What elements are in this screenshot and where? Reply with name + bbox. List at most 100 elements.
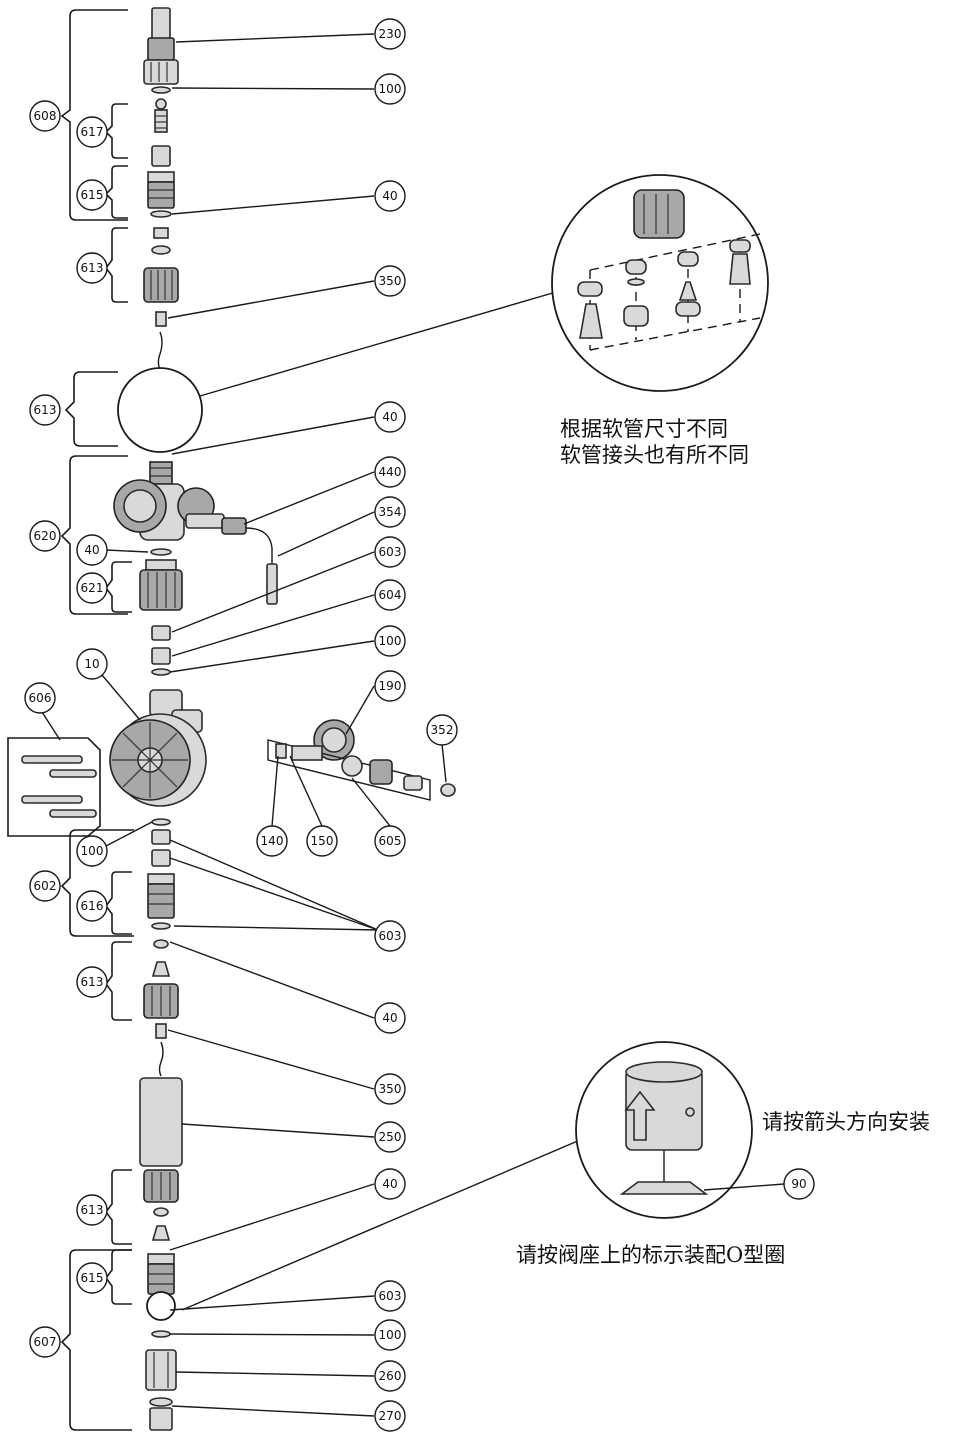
part-613-cone-c [151,961,171,977]
part-40-oring-a [150,210,172,218]
note-hose-size-line2: 软管接头也有所不同 [560,443,749,467]
svg-text:40: 40 [382,410,397,424]
part-615b-body [147,1263,175,1295]
part-230-tube [151,7,171,41]
part-250-filter [139,1077,183,1167]
callout-604: 604 [374,579,406,611]
callout-100-c: 100 [76,835,108,867]
part-606-bolt-3 [21,795,83,804]
svg-text:613: 613 [81,975,104,989]
part-354-tube [245,527,273,590]
callout-140: 140 [256,825,288,857]
svg-text:10: 10 [84,657,99,671]
svg-text:352: 352 [431,723,454,737]
part-270-weight [149,1407,173,1431]
part-350-hose-a [155,311,167,327]
svg-text:617: 617 [81,125,104,139]
callout-617: 617 [76,116,108,148]
callout-352: 352 [426,714,458,746]
part-100-oring-b [151,668,171,676]
callout-603-a: 603 [374,536,406,568]
part-616-body [147,883,175,919]
svg-text:100: 100 [379,82,402,96]
part-354-hose [266,563,278,605]
part-613-sleeve-a [153,227,169,239]
part-605-washer [341,755,363,777]
svg-text:603: 603 [379,1289,402,1303]
callout-100-a: 100 [374,73,406,105]
callout-603-c: 603 [374,1280,406,1312]
valve-direction-detail [146,1041,753,1321]
callout-100-d: 100 [374,1319,406,1351]
callout-90: 90 [783,1168,815,1200]
svg-text:605: 605 [379,834,402,848]
svg-text:350: 350 [379,274,402,288]
callout-607: 607 [29,1326,61,1358]
svg-text:603: 603 [379,929,402,943]
callout-40-e: 40 [374,1168,406,1200]
part-617-spring [154,109,168,133]
svg-text:140: 140 [261,834,284,848]
svg-text:40: 40 [84,543,99,557]
callout-613-d: 613 [76,1194,108,1226]
callout-603-b: 603 [374,920,406,952]
part-top-nut [143,59,179,85]
detail-source-circle-bottom [146,1291,176,1321]
callout-608: 608 [29,100,61,132]
part-606-bolt-2 [49,769,97,778]
part-603-seat [151,625,171,641]
callout-621: 621 [76,572,108,604]
svg-text:90: 90 [791,1177,806,1191]
callout-40-c: 40 [76,534,108,566]
svg-text:621: 621 [81,581,104,595]
callout-260: 260 [374,1360,406,1392]
callout-620: 620 [29,520,61,552]
part-606-bolt-1 [21,755,83,764]
part-150-piston [291,745,323,761]
svg-text:40: 40 [382,1011,397,1025]
svg-text:260: 260 [379,1369,402,1383]
detail-oring [619,1181,709,1195]
callout-190: 190 [374,670,406,702]
svg-text:40: 40 [382,1177,397,1191]
callout-615-a: 615 [76,179,108,211]
part-613-ring-a [151,245,171,255]
part-440-fitting [185,513,225,529]
detail-nut-icon [633,189,685,239]
svg-text:100: 100 [81,844,104,858]
detail-zoom-circle-top [551,174,769,392]
callout-616: 616 [76,890,108,922]
part-604-valve [151,647,171,665]
detail-arrow-icon [624,1090,656,1141]
part-616-cap [147,873,175,885]
svg-text:603: 603 [379,545,402,559]
part-40-oring-c [150,548,172,556]
svg-text:606: 606 [29,691,52,705]
svg-text:270: 270 [379,1409,402,1423]
callout-350-a: 350 [374,265,406,297]
svg-text:607: 607 [34,1335,57,1349]
svg-text:616: 616 [81,899,104,913]
callout-606: 606 [24,682,56,714]
part-230-barb [147,37,175,61]
callout-100-b: 100 [374,625,406,657]
svg-text:613: 613 [34,403,57,417]
part-260-strainer [145,1349,177,1391]
svg-text:615: 615 [81,188,104,202]
callout-615-b: 615 [76,1262,108,1294]
callout-10: 10 [76,648,108,680]
detail-source-circle-top [117,367,203,453]
part-617-guide [151,145,171,167]
part-621-nut [139,569,183,611]
callout-40-d: 40 [374,1002,406,1034]
svg-text:230: 230 [379,27,402,41]
callout-230: 230 [374,18,406,50]
part-350-hose-b [155,1023,167,1039]
part-606-bolt-4 [49,809,97,818]
leader-lines [41,33,785,1417]
note-o-ring: 请按阀座上的标示装配O型圈 [516,1243,785,1267]
callout-613-a: 613 [76,252,108,284]
svg-text:190: 190 [379,679,402,693]
svg-text:604: 604 [379,588,402,602]
